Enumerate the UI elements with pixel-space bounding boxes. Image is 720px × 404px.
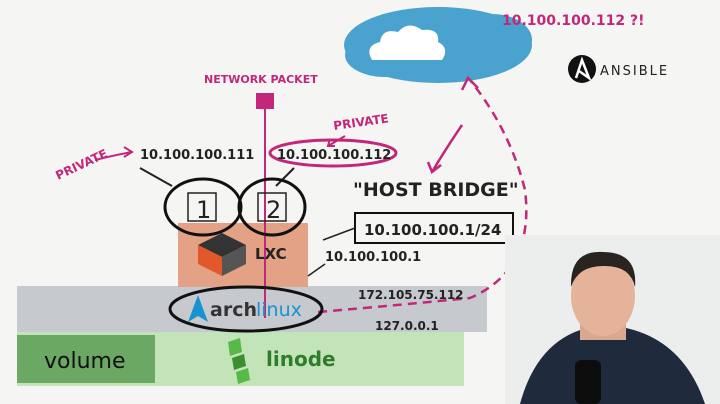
container2-number: 2 (266, 196, 281, 224)
private-left-arrow (94, 146, 134, 161)
archlinux-logo (188, 295, 208, 322)
container2-circle (237, 177, 307, 237)
container1-number: 1 (196, 196, 211, 224)
lxc-logo (198, 233, 246, 276)
archlinux-circle (168, 285, 324, 333)
container1-ip: 10.100.100.111 (140, 148, 254, 163)
bridge-subnet-label: 10.100.100.1/24 (364, 221, 501, 239)
private-right-label: PRIVATE (332, 111, 389, 133)
svg-text:ANSIBLE: ANSIBLE (600, 64, 669, 79)
cloud-icon (344, 7, 532, 83)
archlinux-linux-text: linux (256, 299, 302, 321)
container2-ip: 10.100.100.112 (277, 148, 391, 163)
volume-block (17, 335, 155, 383)
archlinux-arch-text: arch (210, 299, 257, 321)
presenter-webcam (505, 235, 720, 404)
container2-ip-highlight (268, 138, 398, 168)
container1-circle (163, 177, 243, 237)
lxc-label: LXC (255, 245, 287, 263)
bridge-ip-label: 10.100.100.1 (325, 250, 421, 265)
host-bridge-label: "HOST BRIDGE" (353, 179, 519, 201)
linode-logo (228, 338, 250, 384)
ansible-logo: ANSIBLE (568, 55, 669, 83)
bridge-arrow (426, 124, 464, 175)
cloud-ip-label: 10.100.100.112 ?! (502, 13, 645, 29)
public-ip-label: 172.105.75.112 (358, 288, 464, 302)
packet-icon (256, 93, 274, 109)
host-band (17, 286, 487, 332)
loopback-ip-label: 127.0.0.1 (375, 319, 439, 333)
linode-label: linode (266, 347, 336, 371)
volume-label: volume (44, 349, 126, 374)
network-packet-label: NETWORK PACKET (204, 73, 318, 86)
private-left-label: PRIVATE (53, 146, 109, 182)
